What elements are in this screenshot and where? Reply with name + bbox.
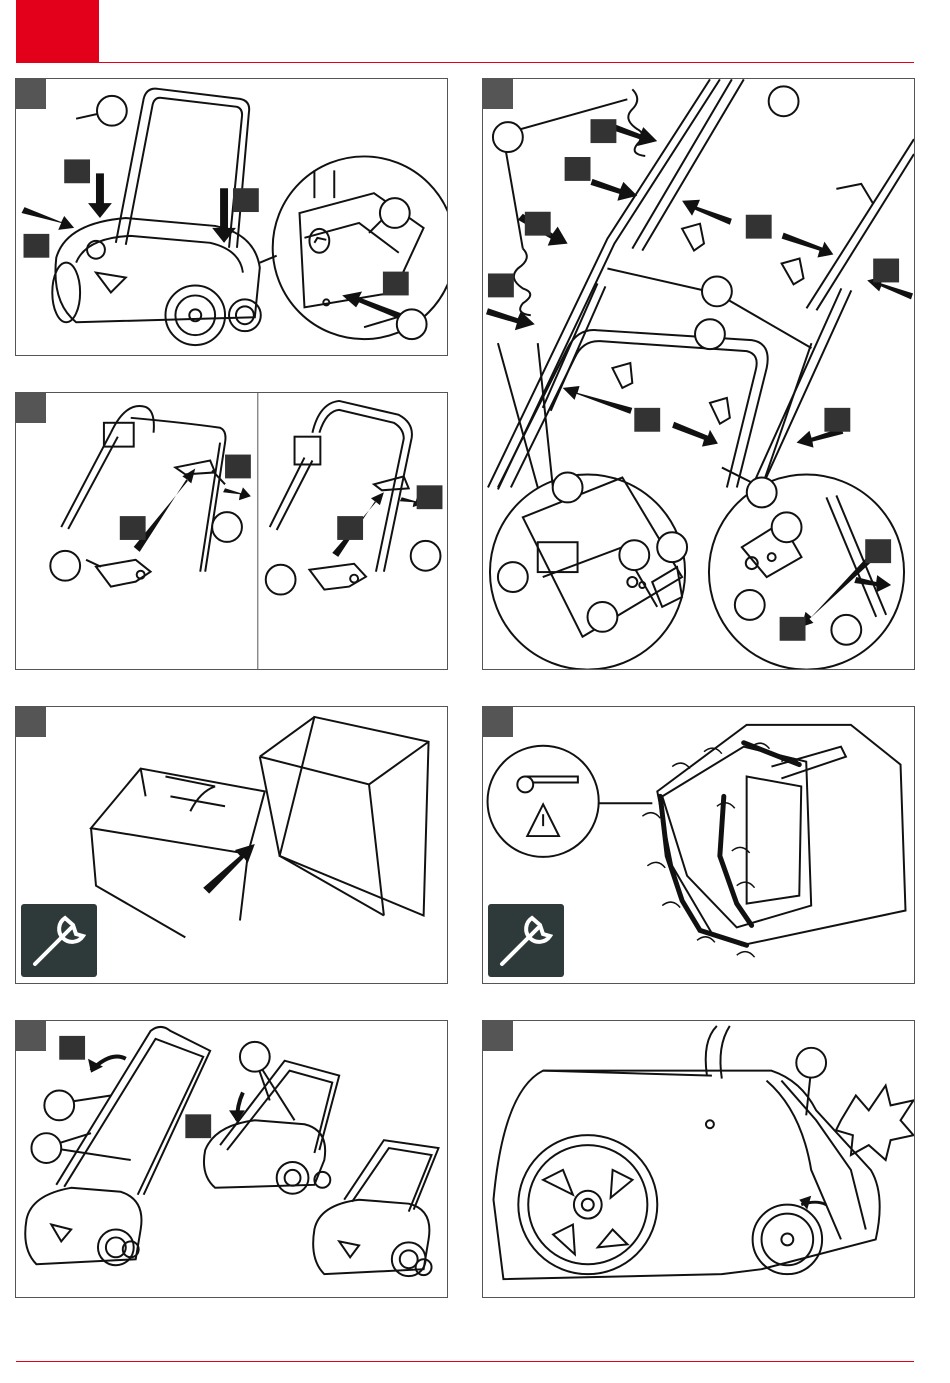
figure-panel-handle-mounting [15, 78, 448, 356]
figure-panel-grass-box-frame [15, 706, 448, 984]
handle-assembly-illustration [483, 79, 914, 669]
wrench-icon [488, 904, 564, 977]
handle-mounting-illustration [16, 79, 447, 355]
header-rule [16, 62, 914, 63]
figure-panel-handle-assembly [482, 78, 915, 670]
figure-panel-handle-folding [15, 1020, 448, 1298]
handle-clamp-illustration [16, 393, 447, 669]
figure-panel-grass-box-clips [482, 706, 915, 984]
tool-tile [21, 904, 97, 977]
figure-panel-discharge-flap [482, 1020, 915, 1298]
footer-rule [16, 1361, 914, 1362]
figure-panel-handle-clamp [15, 392, 448, 670]
brand-tab [16, 0, 99, 63]
discharge-flap-illustration [483, 1021, 914, 1297]
tool-tile [488, 904, 564, 977]
handle-folding-illustration [16, 1021, 447, 1297]
wrench-icon [21, 904, 97, 977]
